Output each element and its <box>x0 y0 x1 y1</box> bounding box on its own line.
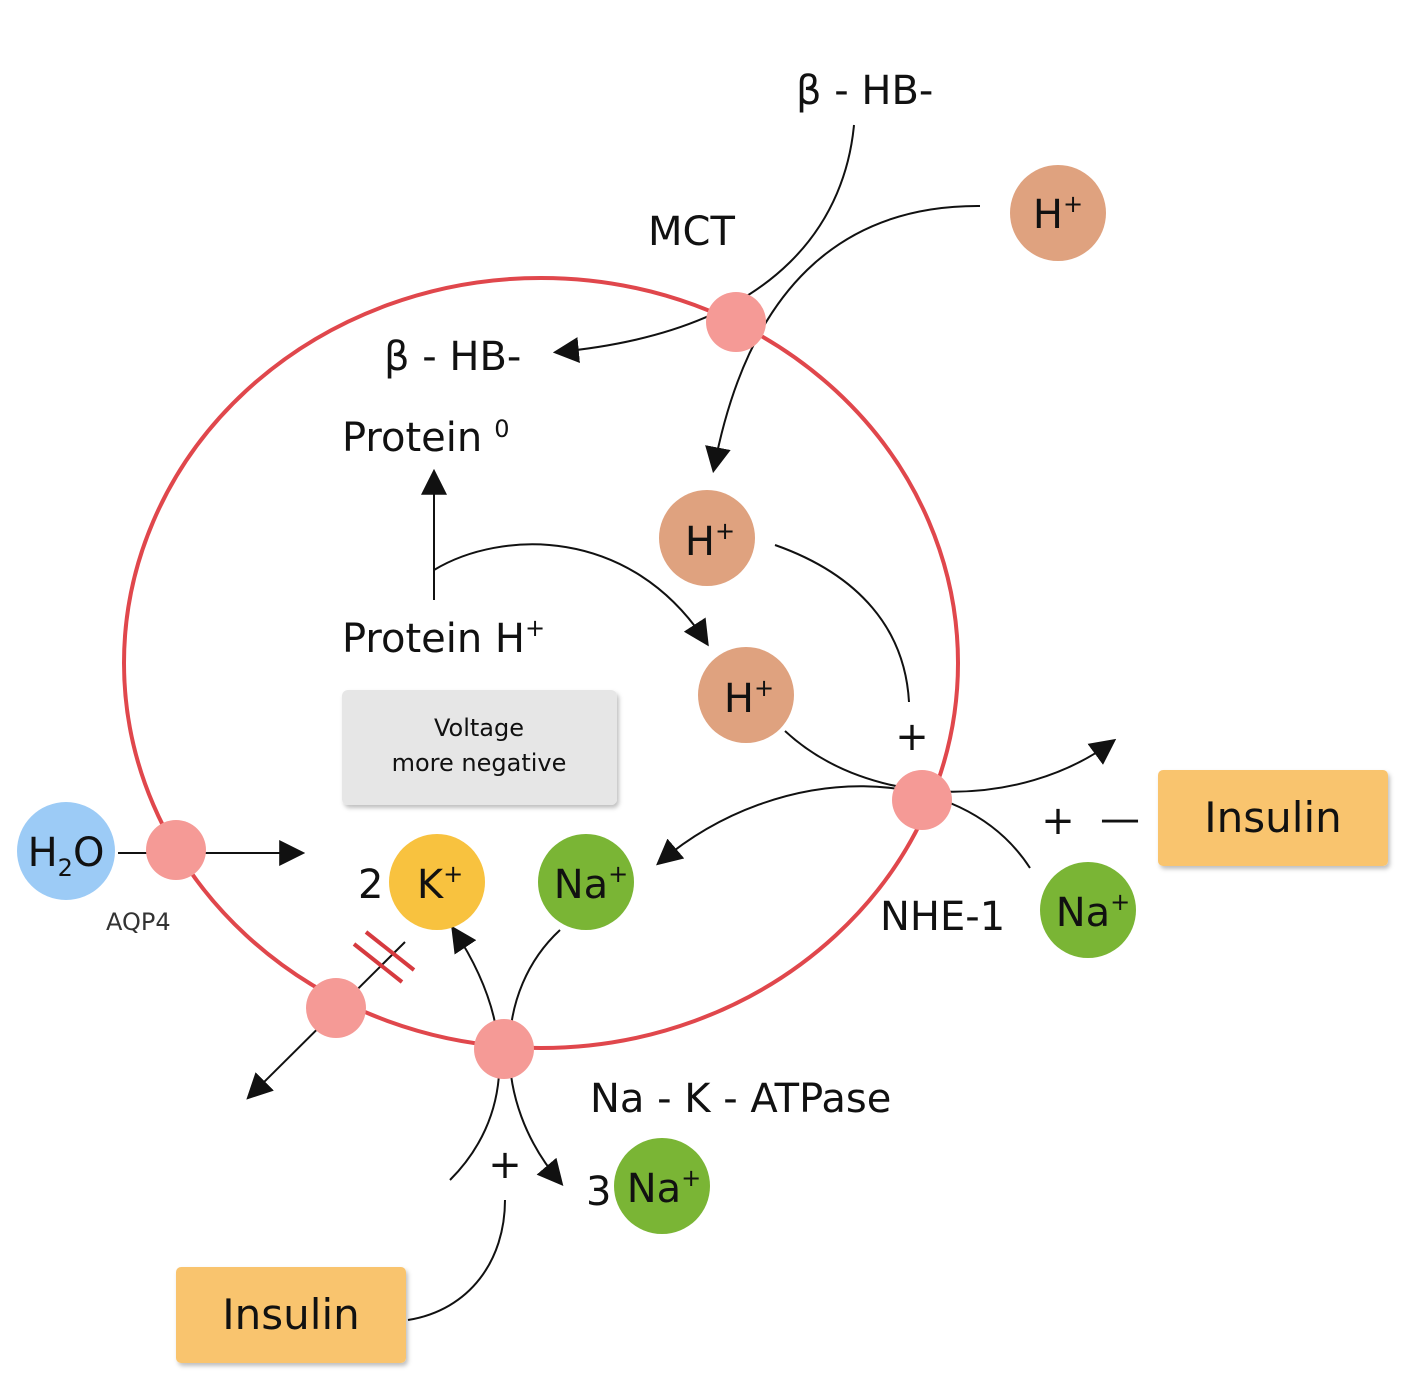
insulin-right-plus-sign: + <box>1041 798 1075 844</box>
protein-proton-arrow <box>433 543 709 647</box>
potassium-coefficient: 2 <box>358 862 383 908</box>
aqp4-channel <box>146 820 206 880</box>
block-mark-2 <box>364 930 416 972</box>
sodium-inside-label: Na+ <box>554 860 629 908</box>
sodium-pumped-label: Na+ <box>627 1164 702 1212</box>
insulin-bottom-plus-sign: + <box>488 1142 522 1188</box>
sodium-coefficient: 3 <box>586 1169 611 1215</box>
proton-outside-circle <box>1010 165 1106 261</box>
bhb-outside-label: β - HB- <box>796 68 933 114</box>
sodium-inside-circle <box>538 834 634 930</box>
protein-h-label: Protein H+ <box>342 614 545 662</box>
water-label: H2O <box>28 830 105 882</box>
mct-channel <box>706 292 766 352</box>
insulin-bottom-label: Insulin <box>222 1290 359 1339</box>
potassium-label: K+ <box>417 860 463 908</box>
nhe-plus-sign: + <box>895 714 929 760</box>
nak-atpase-label: Na - K - ATPase <box>590 1076 891 1122</box>
insulin-bottom-link <box>407 1199 506 1321</box>
water-circle <box>17 802 115 900</box>
bhb-transport-arrow <box>552 124 855 363</box>
insulin-bottom-box <box>176 1267 406 1363</box>
proton-stimulates-nhe-line <box>774 544 910 703</box>
insulin-right-label: Insulin <box>1204 793 1341 842</box>
mct-label: MCT <box>648 209 735 255</box>
bhb-inside-label: β - HB- <box>384 334 521 380</box>
voltage-line2: more negative <box>392 749 567 777</box>
potassium-channel <box>306 978 366 1038</box>
sodium-outside-label: Na+ <box>1056 888 1131 936</box>
sodium-pumped-circle <box>614 1138 710 1234</box>
aqp4-label: AQP4 <box>106 908 171 936</box>
voltage-box <box>342 690 617 805</box>
voltage-line1: Voltage <box>434 714 524 742</box>
proton-inside-label-1: H+ <box>685 517 735 565</box>
proton-outside-label: H+ <box>1033 190 1083 238</box>
proton-mct-arrow <box>705 204 981 474</box>
insulin-right-box <box>1158 770 1388 866</box>
proton-inside-label-2: H+ <box>724 674 774 722</box>
nhe1-label: NHE-1 <box>880 894 1005 940</box>
nhe1-channel <box>892 770 952 830</box>
sodium-outside-circle <box>1040 862 1136 958</box>
insulin-right-minus-sign: — <box>1100 796 1140 842</box>
proton-inside-circle-2 <box>698 647 794 743</box>
potassium-circle <box>389 834 485 930</box>
cell-membrane <box>122 276 960 1050</box>
proton-inside-circle-1 <box>659 490 755 586</box>
block-mark-1 <box>352 942 404 984</box>
sodium-nhe-import-arrow <box>656 785 1031 869</box>
nak-atpase-channel <box>474 1019 534 1079</box>
